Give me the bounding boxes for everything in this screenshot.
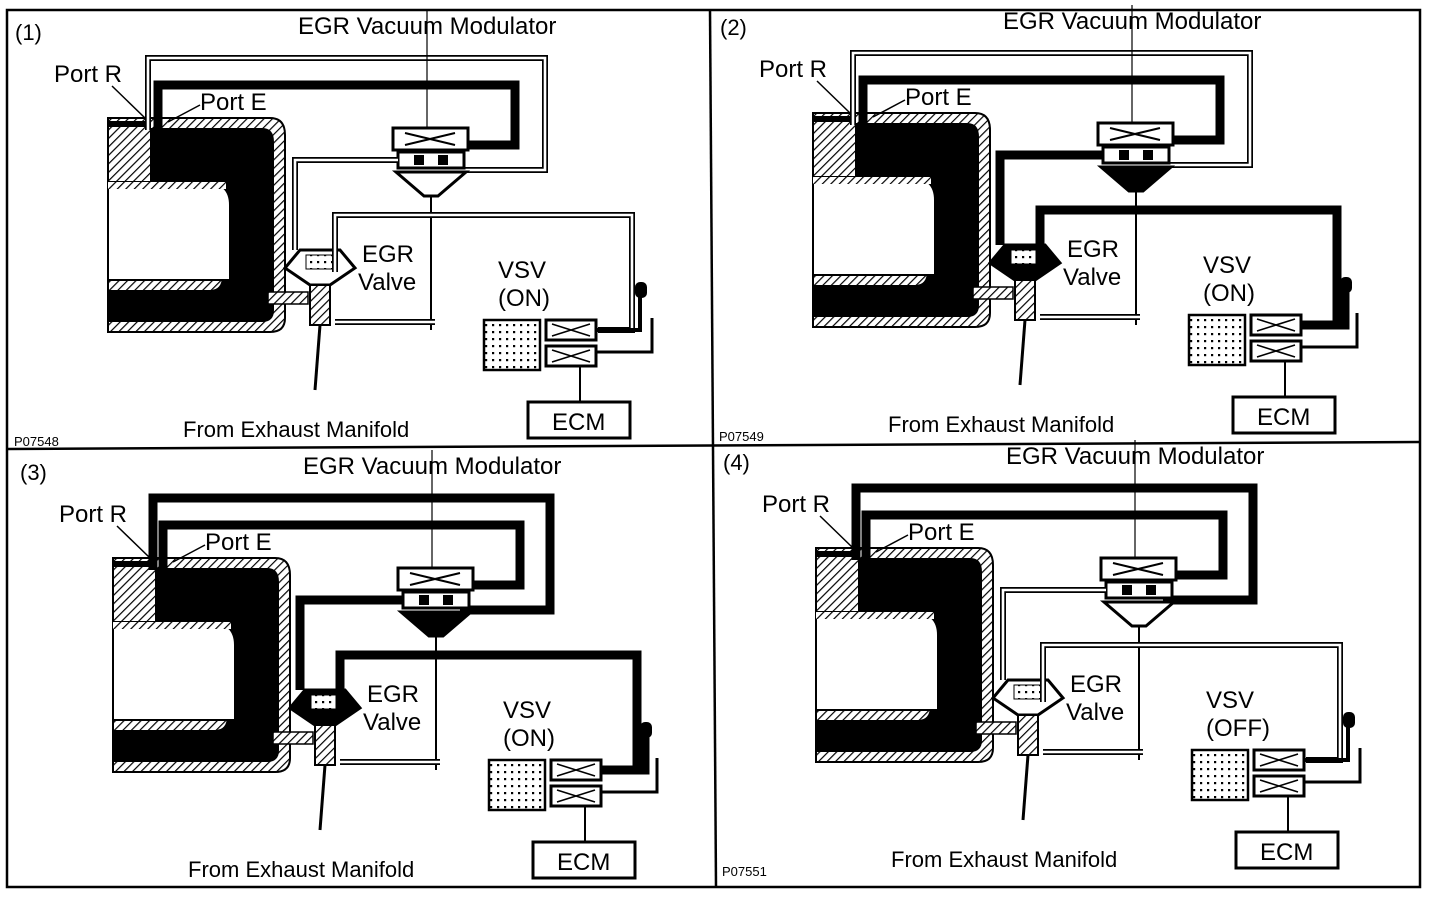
port-r-label: Port R [759, 56, 827, 83]
vsv-solenoid [487, 722, 659, 842]
figure-code: P07549 [719, 429, 764, 444]
vsv-label: VSV [1203, 252, 1251, 279]
ecm-box [531, 840, 637, 880]
port-r-line [850, 50, 1253, 168]
egr-label: EGR [367, 681, 419, 708]
port-r-line [851, 483, 1258, 605]
egr-vacuum-modulator [391, 10, 471, 330]
egr-vacuum-modulator [1099, 440, 1179, 760]
port-e-label: Port E [205, 529, 272, 556]
exhaust-port [972, 286, 1014, 300]
ecm-box [1234, 830, 1340, 870]
vsv-label: VSV [1206, 687, 1254, 714]
modulator-label: EGR Vacuum Modulator [303, 453, 561, 480]
egr-valve [990, 678, 1066, 821]
modulator-label: EGR Vacuum Modulator [1006, 443, 1264, 470]
valve-label: Valve [1063, 264, 1121, 291]
panel-frames [5, 8, 1422, 889]
port-r-leader [819, 515, 854, 549]
port-e-line [858, 75, 1225, 145]
exhaust-port [975, 721, 1017, 735]
figure-code: P07548 [14, 434, 59, 449]
modulator-to-valve-line [292, 157, 398, 250]
port-e-line [861, 510, 1228, 580]
vsv-state-label: (OFF) [1206, 715, 1270, 742]
port-r-label: Port R [59, 501, 127, 528]
port-r-leader [116, 525, 151, 559]
ecm-label: ECM [1260, 839, 1313, 866]
intake-manifold [815, 547, 994, 763]
vsv-solenoid [1187, 277, 1359, 397]
port-e-leader [167, 104, 201, 123]
port-r-line [145, 55, 548, 173]
panel-number: (2) [720, 15, 747, 40]
egr-label: EGR [1067, 236, 1119, 263]
figure-code: P07551 [722, 864, 767, 879]
modulator-to-valve-line [1000, 587, 1106, 680]
ecm-box [1231, 395, 1337, 435]
port-e-line [153, 80, 520, 150]
port-e-label: Port E [905, 84, 972, 111]
port-e-line [158, 520, 525, 590]
modulator-label: EGR Vacuum Modulator [1003, 8, 1261, 35]
port-e-leader [172, 544, 206, 563]
valve-label: Valve [363, 709, 421, 736]
egr-label: EGR [1070, 671, 1122, 698]
vsv-label: VSV [498, 257, 546, 284]
exhaust-label: From Exhaust Manifold [183, 417, 409, 442]
intake-manifold [107, 117, 286, 333]
valve-label: Valve [1066, 699, 1124, 726]
port-e-label: Port E [908, 519, 975, 546]
egr-label: EGR [362, 241, 414, 268]
exhaust-port [272, 731, 314, 745]
egr-vacuum-modulator [1096, 5, 1176, 325]
port-e-leader [875, 534, 909, 553]
vsv-state-label: (ON) [498, 285, 550, 312]
panel-number: (4) [723, 450, 750, 475]
port-e-label: Port E [200, 89, 267, 116]
vsv-solenoid [1190, 712, 1362, 832]
exhaust-label: From Exhaust Manifold [891, 847, 1117, 872]
port-r-label: Port R [54, 61, 122, 88]
port-r-label: Port R [762, 491, 830, 518]
ecm-box [526, 400, 632, 440]
egr-valve [282, 248, 358, 391]
port-r-leader [111, 85, 146, 119]
modulator-label: EGR Vacuum Modulator [298, 13, 556, 40]
exhaust-port [267, 291, 309, 305]
port-r-line [148, 493, 555, 615]
exhaust-label: From Exhaust Manifold [888, 412, 1114, 437]
ecm-label: ECM [552, 409, 605, 436]
panel-number: (1) [15, 20, 42, 45]
valve-label: Valve [358, 269, 416, 296]
panel-number: (3) [20, 460, 47, 485]
port-r-leader [816, 80, 851, 114]
vsv-state-label: (ON) [1203, 280, 1255, 307]
vsv-label: VSV [503, 697, 551, 724]
ecm-label: ECM [1257, 404, 1310, 431]
exhaust-label: From Exhaust Manifold [188, 857, 414, 882]
intake-manifold [812, 112, 991, 328]
vsv-state-label: (ON) [503, 725, 555, 752]
modulator-to-valve-line [295, 595, 403, 690]
modulator-to-valve-line [995, 150, 1103, 245]
ecm-label: ECM [557, 849, 610, 876]
port-e-leader [872, 99, 906, 118]
intake-manifold [112, 557, 291, 773]
vsv-solenoid [482, 282, 654, 402]
